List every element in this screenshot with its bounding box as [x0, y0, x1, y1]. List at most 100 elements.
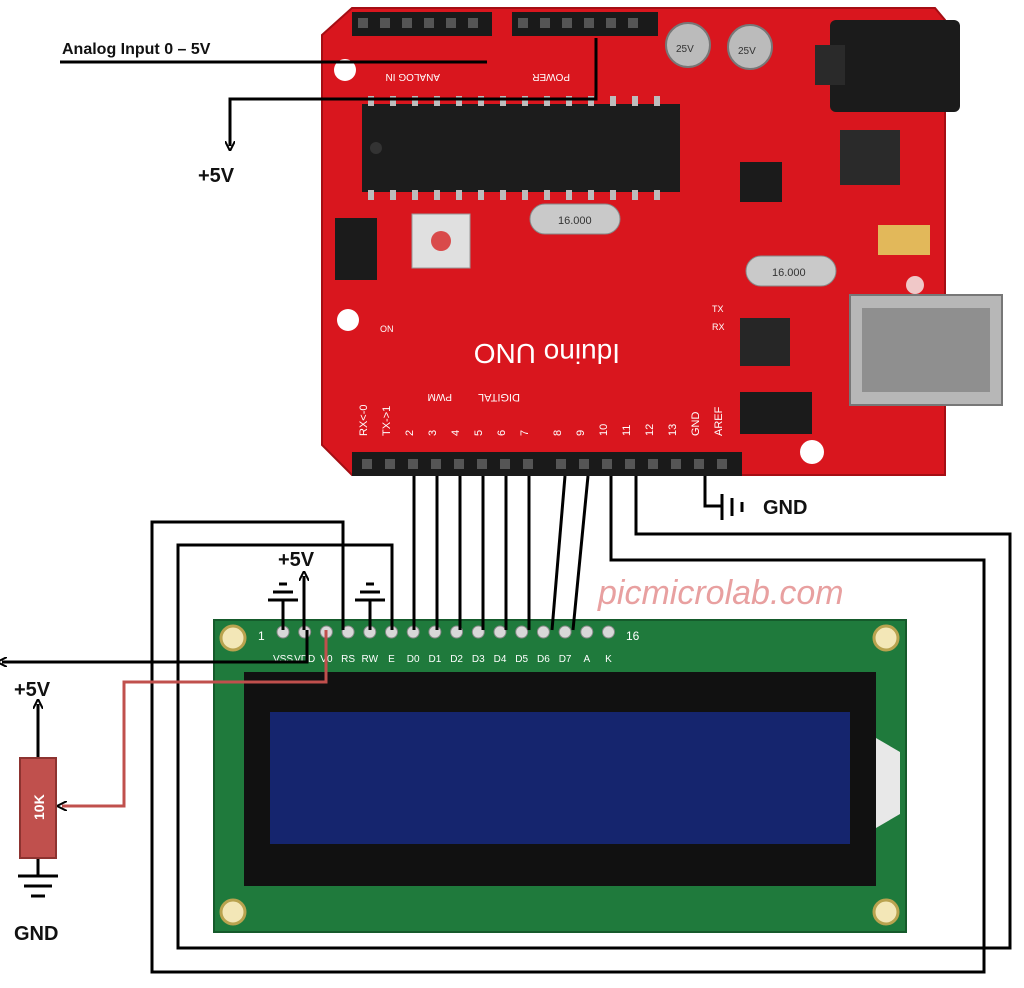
lcd-pin-pad: [428, 625, 442, 639]
icsp-header: [335, 218, 377, 280]
mounting-hole: [337, 309, 359, 331]
lcd-pin-pad: [536, 625, 550, 639]
rx-led-label: RX: [712, 322, 725, 332]
digital-pin-label: 9: [575, 430, 587, 436]
lcd-pin-label: D0: [407, 654, 420, 665]
digital-pin-label: 2: [404, 430, 416, 436]
digital-pin-label: GND: [690, 412, 702, 437]
arduino-board: ANALOG IN POWER 25V 25V 16.000 16.00: [321, 7, 1003, 476]
power-label: POWER: [532, 71, 570, 82]
wires: [2, 38, 1012, 974]
rs-wire: [150, 476, 986, 974]
crystal-label: 16.000: [772, 267, 806, 279]
digital-pin-label: AREF: [713, 406, 725, 436]
lcd-pin-pad: [558, 625, 572, 639]
lcd-pin-label: RS: [341, 654, 355, 665]
lcd-pin-pad: [471, 625, 485, 639]
crystal-label: 16.000: [558, 215, 592, 227]
dc-power-jack: [830, 20, 960, 112]
lcd-pin-label: D6: [537, 654, 550, 665]
lcd-output-wire: [2, 630, 309, 662]
lcd-pin-pad: [515, 625, 529, 639]
digital-pin-label: RX<-0: [358, 405, 370, 437]
digital-pin-label: 6: [496, 430, 508, 436]
mounting-hole: [219, 898, 247, 926]
capacitor-rating: 25V: [676, 44, 694, 55]
pwm-label: PWM: [428, 391, 452, 402]
mounting-hole: [219, 624, 247, 652]
lcd-pin-label: D3: [472, 654, 485, 665]
ground-symbol: [355, 582, 385, 602]
gnd-wire: [703, 476, 722, 508]
pin-16-label: 16: [626, 629, 640, 643]
capacitor: [665, 22, 711, 68]
e-wire: [176, 476, 1012, 950]
board-name: Iduino UNO: [474, 338, 620, 369]
lcd-pin-pad: [493, 625, 507, 639]
digital-pin-label: 11: [621, 425, 633, 436]
data-wire: [550, 475, 567, 631]
mounting-hole: [906, 276, 924, 294]
crystal: [745, 255, 837, 287]
gnd-label: GND: [763, 497, 807, 519]
lcd-pin-label: K: [605, 654, 612, 665]
mounting-hole: [872, 624, 900, 652]
atmega-chip: [362, 104, 680, 192]
lcd-pin-pad: [602, 625, 615, 639]
digital-pin-label: 8: [552, 430, 564, 436]
usb-chip: [740, 318, 790, 366]
ground-symbol: [18, 874, 58, 898]
fuse: [878, 225, 930, 255]
lcd-screen: [270, 712, 850, 844]
digital-pin-label: 10: [598, 424, 610, 436]
data-wire: [571, 475, 590, 631]
lcd-pin-pad: [580, 625, 594, 639]
analog-input-label: Analog Input 0 – 5V: [62, 41, 211, 58]
backlight-tab: [876, 738, 900, 828]
pot-vcc-label: +5V: [14, 679, 51, 701]
mounting-hole: [872, 898, 900, 926]
voltage-regulator: [840, 130, 900, 185]
mounting-hole: [800, 440, 824, 464]
vcc-wire: [230, 38, 598, 146]
analog-in-label: ANALOG IN: [386, 71, 440, 82]
ground-symbol: [268, 582, 298, 602]
lcd-pin-label: VSS: [273, 654, 293, 665]
lcd-vcc-label: +5V: [278, 549, 315, 571]
pot-wiper-wire: [62, 630, 328, 806]
lcd-pin-label: D5: [515, 654, 528, 665]
lcd-pin-label: D1: [429, 654, 442, 665]
digital-pin-label: 12: [644, 424, 656, 436]
pin-1-label: 1: [258, 629, 265, 643]
icsp-header: [740, 392, 812, 434]
digital-pin-label: TX->1: [381, 406, 393, 436]
digital-pin-label: 5: [473, 430, 485, 436]
ground-symbol: [720, 494, 744, 520]
digital-pin-label: 7: [519, 430, 531, 436]
potentiometer: [19, 757, 57, 859]
lcd-pin-label: D4: [494, 654, 507, 665]
tx-led-label: TX: [712, 304, 724, 314]
capacitor-rating: 25V: [738, 46, 756, 57]
lcd-pin-label: D2: [450, 654, 463, 665]
crystal: [529, 203, 621, 235]
regulator-chip: [740, 162, 782, 202]
capacitor: [727, 24, 773, 70]
on-led-label: ON: [380, 324, 394, 334]
watermark: picmicrolab.com: [597, 574, 844, 612]
digital-pin-labels: RX<-0 TX->1 2 3 4 5 6 7 8 9 10 11 12 13 GND AREF: [358, 405, 725, 437]
digital-pin-label: 3: [427, 430, 439, 436]
digital-label: DIGITAL: [478, 391, 520, 403]
vcc-label: +5V: [198, 165, 235, 187]
digital-pin-label: 13: [667, 424, 679, 436]
lcd-pin-label: RW: [362, 654, 379, 665]
lcd-pin-label: E: [388, 654, 395, 665]
pot-value-label: 10K: [31, 794, 47, 820]
lcd-pin-label: D7: [559, 654, 572, 665]
pot-gnd-label: GND: [14, 923, 58, 945]
lcd-pin-pad: [341, 625, 355, 639]
digital-pin-label: 4: [450, 430, 462, 436]
